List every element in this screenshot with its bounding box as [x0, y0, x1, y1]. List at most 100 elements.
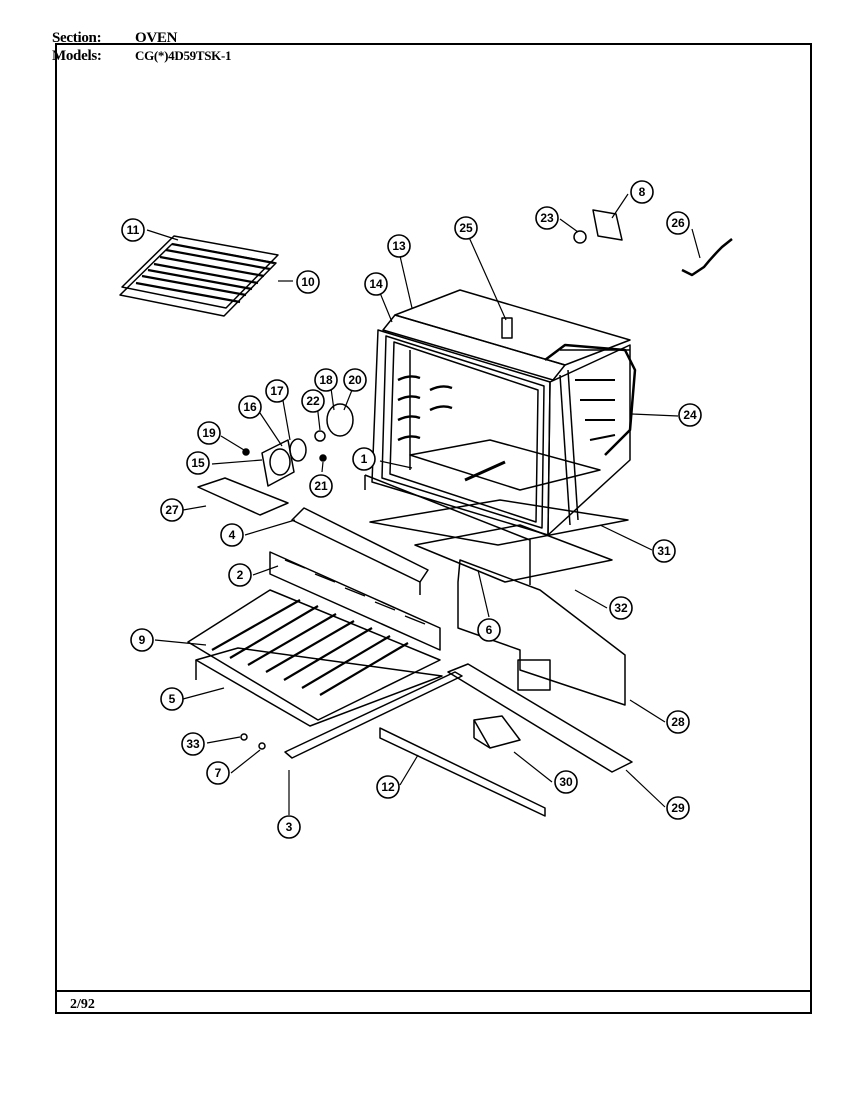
callout-31: 31 [652, 539, 676, 563]
slide-rail-3 [284, 671, 463, 759]
callout-circle [265, 379, 289, 403]
callout-label: 16 [243, 400, 257, 414]
callout-14: 14 [364, 272, 388, 296]
callout-label: 17 [270, 384, 284, 398]
broiler-pan [119, 235, 279, 317]
callout-27: 27 [160, 498, 184, 522]
callout-10: 10 [296, 270, 320, 294]
callout-circle [454, 216, 478, 240]
callout-label: 21 [314, 479, 328, 493]
callout-3: 3 [277, 815, 301, 839]
callout-circle [121, 218, 145, 242]
callout-29: 29 [666, 796, 690, 820]
callout-label: 15 [191, 456, 205, 470]
callout-33: 33 [181, 732, 205, 756]
callout-circle [609, 596, 633, 620]
callout-label: 8 [639, 185, 646, 199]
callout-13: 13 [387, 234, 411, 258]
callout-circle [160, 498, 184, 522]
models-label: Models: [52, 48, 102, 64]
callout-label: 11 [127, 223, 140, 237]
callout-circle [678, 403, 702, 427]
callout-circle [652, 539, 676, 563]
callout-label: 19 [202, 426, 216, 440]
callout-circle [197, 421, 221, 445]
callout-circle [228, 563, 252, 587]
callout-18: 18 [314, 368, 338, 392]
callout-circle [309, 474, 333, 498]
callout-label: 10 [301, 275, 315, 289]
callout-24: 24 [678, 403, 702, 427]
callout-label: 22 [306, 394, 320, 408]
callout-label: 27 [165, 503, 179, 517]
callout-circle [301, 389, 325, 413]
section-value: OVEN [135, 30, 178, 46]
callout-label: 30 [559, 775, 573, 789]
callout-label: 7 [215, 766, 222, 780]
callout-circle [181, 732, 205, 756]
callout-label: 33 [186, 737, 200, 751]
callout-circle [186, 451, 210, 475]
callout-circle [376, 775, 400, 799]
callout-15: 15 [186, 451, 210, 475]
callout-23: 23 [535, 206, 559, 230]
plate-27 [197, 477, 289, 516]
callout-circle [477, 618, 501, 642]
callout-circle [666, 211, 690, 235]
callout-label: 26 [671, 216, 685, 230]
callout-label: 13 [392, 239, 406, 253]
slide-rail-12 [379, 727, 546, 817]
oven-cavity [371, 289, 637, 536]
callout-label: 32 [614, 601, 628, 615]
callout-circle [387, 234, 411, 258]
callout-label: 24 [683, 408, 697, 422]
switch-box [473, 715, 521, 749]
fan-assembly [242, 403, 354, 487]
footer-date: 2/92 [70, 997, 95, 1012]
callout-label: 3 [286, 820, 293, 834]
section-label: Section: [52, 30, 102, 46]
footer-divider [55, 990, 812, 992]
models-value: CG(*)4D59TSK-1 [135, 48, 232, 63]
callout-label: 25 [459, 221, 473, 235]
callout-20: 20 [343, 368, 367, 392]
callout-11: 11 [121, 218, 145, 242]
callout-circle [206, 761, 230, 785]
callout-5: 5 [160, 687, 184, 711]
callout-label: 31 [657, 544, 671, 558]
callout-32: 32 [609, 596, 633, 620]
callout-circle [535, 206, 559, 230]
diagram-frame [55, 43, 812, 1014]
callout-label: 29 [671, 801, 685, 815]
callout-label: 1 [361, 452, 368, 466]
callout-9: 9 [130, 628, 154, 652]
callout-label: 2 [237, 568, 244, 582]
callout-label: 9 [139, 633, 146, 647]
callout-17: 17 [265, 379, 289, 403]
callout-circle [130, 628, 154, 652]
callout-4: 4 [220, 523, 244, 547]
slide-rail-29 [447, 663, 633, 773]
bottom-panel-32 [414, 524, 613, 583]
callout-label: 18 [319, 373, 333, 387]
callout-6: 6 [477, 618, 501, 642]
callout-circle [277, 815, 301, 839]
callout-circle [666, 796, 690, 820]
callout-label: 5 [169, 692, 176, 706]
bottom-panel-31 [369, 499, 629, 546]
callout-label: 4 [229, 528, 236, 542]
callout-26: 26 [666, 211, 690, 235]
callout-1: 1 [352, 447, 376, 471]
callout-label: 28 [671, 715, 685, 729]
callout-28: 28 [666, 710, 690, 734]
oven-rack [187, 589, 441, 721]
vent-panel [269, 551, 441, 651]
callout-12: 12 [376, 775, 400, 799]
callout-circle [314, 368, 338, 392]
callout-circle [352, 447, 376, 471]
callout-label: 23 [540, 211, 554, 225]
callout-8: 8 [630, 180, 654, 204]
callout-label: 6 [486, 623, 493, 637]
